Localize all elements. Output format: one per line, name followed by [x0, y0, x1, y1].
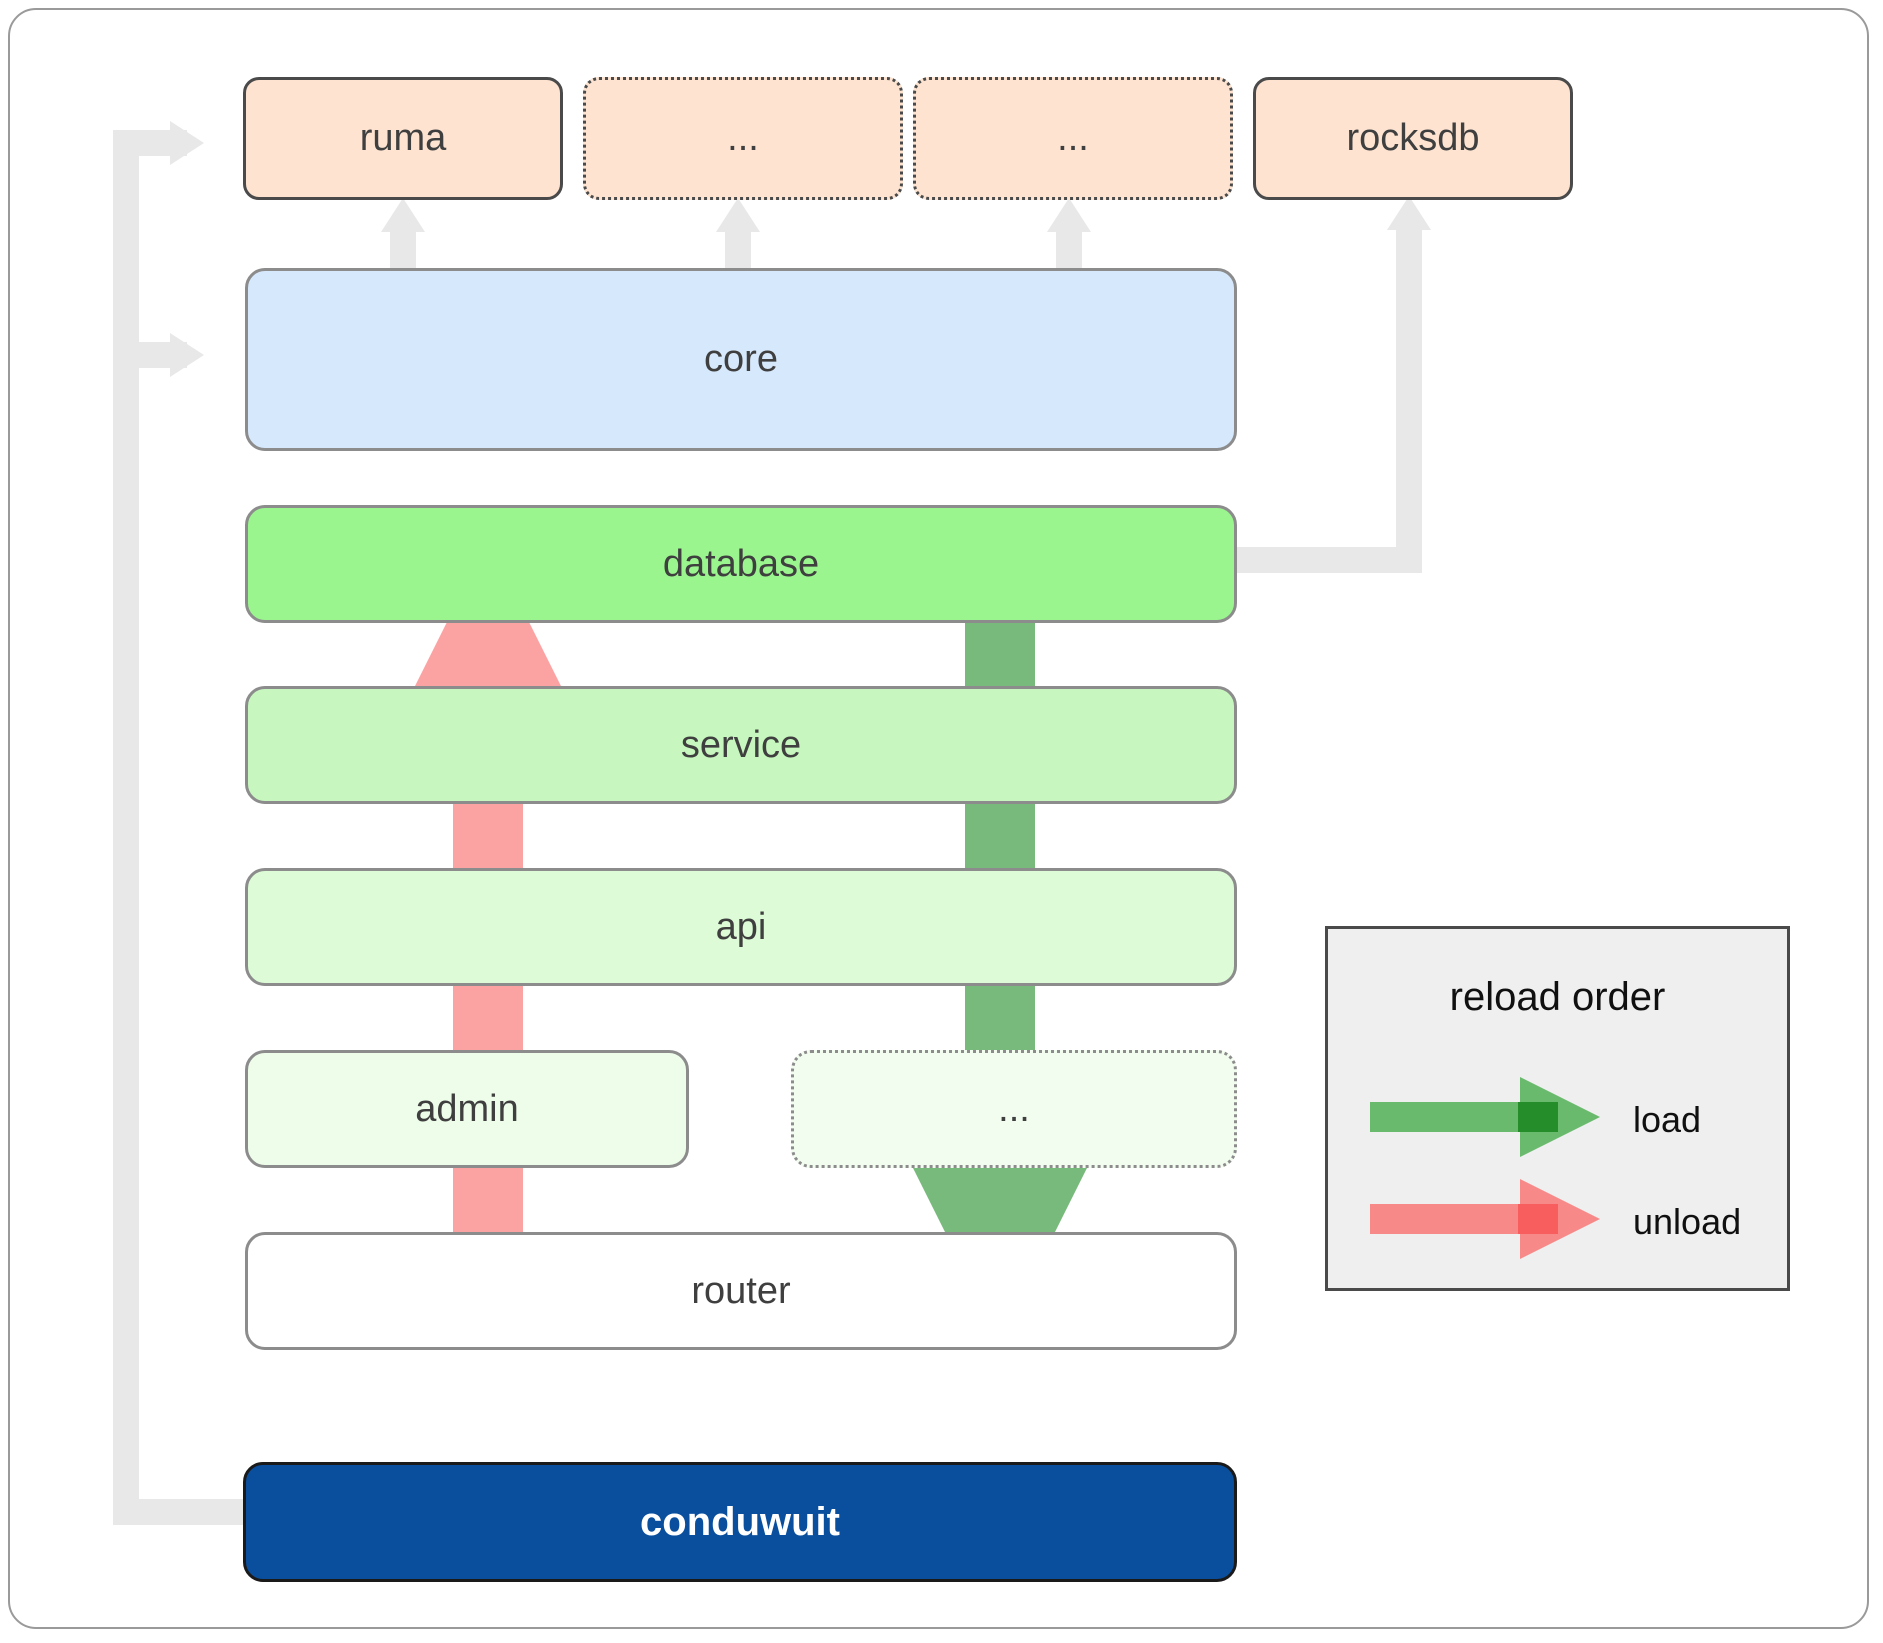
- node-admin-label: admin: [415, 1087, 519, 1130]
- connector-database-to-rocksdb-horizontal: [1222, 547, 1422, 573]
- node-api[interactable]: api: [245, 868, 1237, 986]
- connector-core-to-dep3-arrowhead: [1047, 198, 1091, 232]
- node-ruma-label: ruma: [359, 117, 447, 159]
- node-rocksdb-label: rocksdb: [1346, 117, 1480, 159]
- node-dependency-placeholder-2-label: ...: [1057, 117, 1089, 159]
- node-admin[interactable]: admin: [245, 1050, 689, 1168]
- node-database[interactable]: database: [245, 505, 1237, 623]
- node-conduwuit-label: conduwuit: [640, 1499, 840, 1544]
- legend-load-label: load: [1633, 1099, 1702, 1140]
- node-rocksdb[interactable]: rocksdb: [1253, 77, 1573, 200]
- node-core-label: core: [704, 338, 778, 380]
- node-router-label: router: [691, 1269, 791, 1312]
- connector-database-to-rocksdb-arrowhead: [1387, 196, 1431, 230]
- legend-unload-arrow: [1370, 1179, 1600, 1259]
- node-router[interactable]: router: [245, 1232, 1237, 1350]
- legend-load-arrow: [1370, 1077, 1600, 1157]
- connector-left-trunk-vertical: [113, 130, 139, 1525]
- node-dependency-placeholder-1[interactable]: ...: [583, 77, 903, 200]
- node-layer-placeholder-label: ...: [998, 1087, 1030, 1130]
- connector-branch-to-core-arrowhead: [170, 333, 204, 377]
- node-core[interactable]: core: [245, 268, 1237, 451]
- node-dependency-placeholder-1-label: ...: [727, 117, 759, 159]
- connector-core-to-ruma-arrowhead: [381, 198, 425, 232]
- node-conduwuit[interactable]: conduwuit: [243, 1462, 1237, 1582]
- connector-branch-to-ruma-arrowhead: [170, 121, 204, 165]
- connector-database-to-rocksdb-vertical: [1396, 225, 1422, 573]
- node-service[interactable]: service: [245, 686, 1237, 804]
- connector-left-trunk-to-conduwuit: [113, 1499, 243, 1525]
- node-layer-placeholder[interactable]: ...: [791, 1050, 1237, 1168]
- legend-unload-label: unload: [1633, 1201, 1742, 1242]
- node-ruma[interactable]: ruma: [243, 77, 563, 200]
- legend-panel: reload order load unload: [1325, 926, 1790, 1291]
- node-database-label: database: [662, 542, 820, 585]
- connector-core-to-dep3-shaft: [1056, 225, 1082, 270]
- node-dependency-placeholder-2[interactable]: ...: [913, 77, 1233, 200]
- legend-title: reload order: [1449, 975, 1666, 1019]
- node-service-label: service: [680, 723, 802, 766]
- connector-core-to-dep2-shaft: [725, 225, 751, 270]
- connector-core-to-dep2-arrowhead: [716, 198, 760, 232]
- node-api-label: api: [715, 905, 767, 948]
- connector-core-to-ruma-shaft: [390, 225, 416, 270]
